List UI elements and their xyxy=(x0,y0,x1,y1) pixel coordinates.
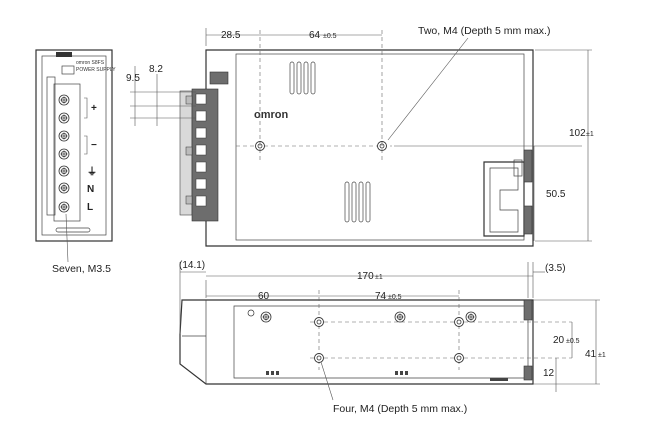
side-terminal-fins xyxy=(185,95,193,205)
bottom-callout-leader xyxy=(320,361,334,401)
bottom-corner-screw xyxy=(465,311,477,323)
dim-12-label: 12 xyxy=(543,368,555,379)
dim-20-tolerance: ±0.5 xyxy=(566,338,580,345)
terminal-mark-plus: + xyxy=(91,103,97,114)
terminal-screw xyxy=(58,94,70,106)
front-view: omron S8FS POWER SUPPLY + − ⏚ N L Seven,… xyxy=(35,49,116,275)
side-vent-bottom xyxy=(344,181,371,223)
terminal-screw xyxy=(58,165,70,177)
bottom-mount-hole xyxy=(314,317,324,327)
bottom-slots xyxy=(266,371,508,381)
dim-50-5-label: 50.5 xyxy=(546,189,566,200)
front-bottom-slot xyxy=(55,227,91,233)
dim-170-tolerance: ±1 xyxy=(375,274,383,281)
dim-74-tolerance: ±0.5 xyxy=(388,294,402,301)
side-view: omron 28.5 64 ±0.5 Two, M4 (Depth 5 mm m… xyxy=(126,25,594,247)
side-brand-text: omron xyxy=(254,109,289,121)
dim-28-5-label: 28.5 xyxy=(221,30,241,41)
bottom-corner-screw xyxy=(260,311,272,323)
bottom-mount-hole xyxy=(454,353,464,363)
bottom-housing xyxy=(179,299,534,385)
side-top-clip xyxy=(209,71,229,85)
bottom-view: (14.1) 170 ±1 (3.5) 60 74 ±0.5 20 ±0.5 4… xyxy=(179,260,606,415)
bottom-right-foot xyxy=(523,365,533,381)
front-callout-leader xyxy=(65,213,69,263)
ground-symbol-icon: ⏚ xyxy=(87,166,97,178)
dim-41-label: 41 xyxy=(585,349,597,360)
terminal-mark-minus: − xyxy=(91,140,97,151)
bottom-callout-label: Four, M4 (Depth 5 mm max.) xyxy=(333,403,467,415)
side-callout-label: Two, M4 (Depth 5 mm max.) xyxy=(418,25,550,37)
dim-170-label: 170 xyxy=(357,271,374,282)
terminal-screw xyxy=(58,182,70,194)
dim-64-label: 64 xyxy=(309,30,321,41)
bottom-mount-hole xyxy=(454,317,464,327)
front-model-text: POWER SUPPLY xyxy=(76,67,116,73)
dim-64-tolerance: ±0.5 xyxy=(323,33,337,40)
din-rail-bracket xyxy=(483,149,533,237)
dim-102-label: 102 xyxy=(569,128,586,139)
front-housing xyxy=(35,49,113,242)
terminal-screw xyxy=(58,130,70,142)
front-brand-text: omron S8FS xyxy=(76,60,105,66)
front-left-rail xyxy=(46,76,56,216)
terminal-mark-n: N xyxy=(87,184,94,195)
dim-20-label: 20 xyxy=(553,335,565,346)
bottom-mount-hole xyxy=(314,353,324,363)
dim-41-tolerance: ±1 xyxy=(598,352,606,359)
dim-8-2-label: 8.2 xyxy=(149,64,163,75)
front-indicator xyxy=(61,65,75,75)
terminal-screw xyxy=(58,112,70,124)
bottom-pin xyxy=(247,309,255,317)
side-vent-top xyxy=(289,61,316,95)
terminal-block xyxy=(53,83,81,222)
terminal-mark-l: L xyxy=(87,202,93,213)
bottom-corner-screw xyxy=(394,311,406,323)
terminal-screw xyxy=(58,148,70,160)
front-top-notch xyxy=(56,52,72,57)
dim-60-label: 60 xyxy=(258,291,270,302)
front-callout-label: Seven, M3.5 xyxy=(52,263,111,275)
bottom-right-clip xyxy=(523,299,533,321)
dim-102-tolerance: ±1 xyxy=(586,131,594,138)
dim-74-label: 74 xyxy=(375,291,387,302)
dim-9-5-label: 9.5 xyxy=(126,73,140,84)
dim-3-5-label: (3.5) xyxy=(545,263,566,274)
dim-14-1-label: (14.1) xyxy=(179,260,205,271)
terminal-screw xyxy=(58,201,70,213)
side-cover xyxy=(235,53,525,241)
side-terminal-slots xyxy=(195,93,207,207)
side-callout-leader xyxy=(387,37,469,141)
